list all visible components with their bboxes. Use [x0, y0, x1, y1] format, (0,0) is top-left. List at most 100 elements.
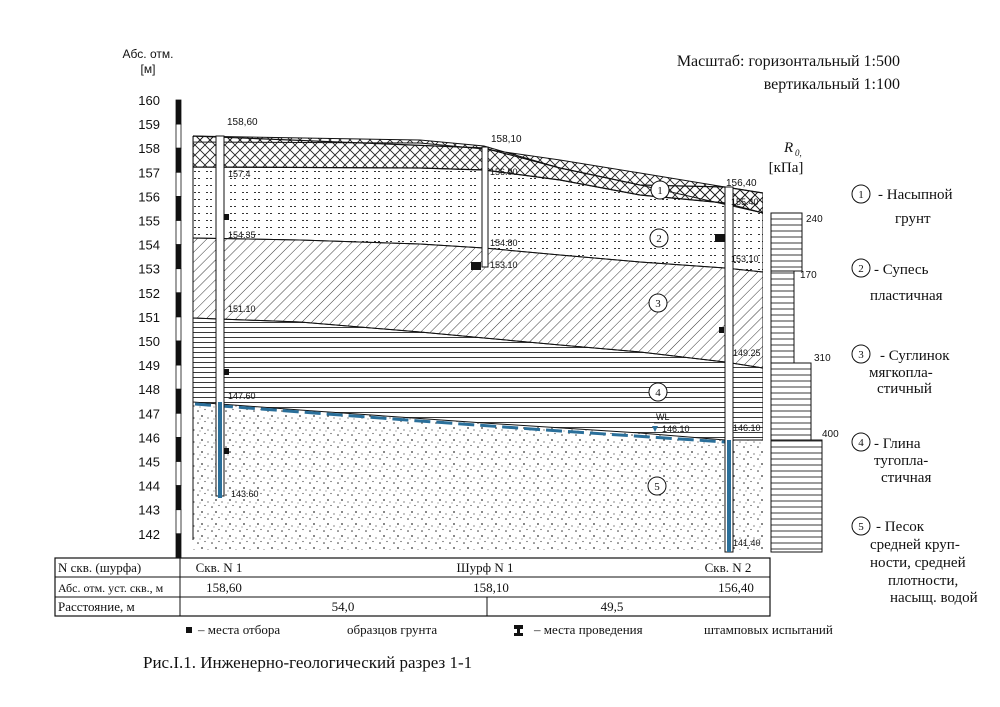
- layer-5-fill: [193, 402, 763, 550]
- sample-marker: [224, 448, 229, 454]
- svg-text:грунт: грунт: [895, 211, 931, 227]
- scale-segment: [175, 340, 182, 366]
- scale-vertical: вертикальный 1:100: [764, 76, 900, 93]
- layer-number-4: 4: [648, 382, 668, 402]
- borehole-2: [715, 186, 734, 553]
- bh1-mark-4: 147.60: [228, 391, 256, 401]
- elevation-tick-label: 153: [138, 262, 160, 277]
- svg-text:плотности,: плотности,: [888, 573, 958, 589]
- svg-text:мягкопла-: мягкопла-: [869, 365, 933, 381]
- svg-text:1: 1: [657, 185, 663, 197]
- svg-text:2: 2: [656, 233, 662, 245]
- legend: 1 - Насыпной грунт 2 - Супесь пластичная…: [851, 184, 978, 606]
- svg-text:стичная: стичная: [881, 470, 931, 486]
- svg-text:- Песок: - Песок: [876, 519, 925, 535]
- r0-value-3: 310: [814, 353, 831, 364]
- legend-item-1: 1 - Насыпной грунт: [851, 184, 953, 227]
- axis-label: Абс. отм.: [123, 47, 174, 61]
- svg-text:5: 5: [858, 521, 864, 533]
- svg-text:4: 4: [655, 387, 661, 399]
- scale-segment: [175, 268, 182, 294]
- symbol-legend: – места отбора образцов грунта – места п…: [186, 622, 833, 637]
- r0-value-4: 400: [822, 429, 839, 440]
- r0-label-sub: 0,: [795, 148, 802, 158]
- svg-text:пластичная: пластичная: [870, 288, 943, 304]
- table-bh2-name: Скв. N 2: [705, 560, 752, 575]
- bh2-mark-1: 155.40: [731, 197, 759, 207]
- sample-marker: [224, 369, 229, 375]
- bh2-mark-2: 153.10: [731, 254, 759, 264]
- soil-layers: [193, 135, 763, 550]
- pit1-mark-3: 153.10: [490, 260, 518, 270]
- scale-segment: [175, 412, 182, 438]
- scale-segment: [175, 220, 182, 246]
- scale-segment: [175, 509, 182, 535]
- svg-text:- Супесь: - Супесь: [874, 262, 929, 278]
- r0-bars: [770, 212, 823, 553]
- elevation-tick-label: 147: [138, 406, 160, 421]
- elevation-tick-label: 155: [138, 214, 160, 229]
- svg-text:2: 2: [858, 263, 864, 275]
- figure-caption: Рис.I.1. Инженерно-геологический разрез …: [143, 653, 472, 672]
- stamp-symbol-icon: [514, 625, 523, 636]
- pit1-mark-2: 154.80: [490, 238, 518, 248]
- svg-text:- Суглинок: - Суглинок: [880, 348, 950, 364]
- bh1-mark-3: 151.10: [228, 304, 256, 314]
- scale-horizontal: Масштаб: горизонтальный 1:500: [677, 53, 900, 70]
- layer-number-5: 5: [647, 476, 667, 496]
- elevation-tick-label: 143: [138, 503, 160, 518]
- elevation-tick-label: 156: [138, 189, 160, 204]
- scale-segment: [175, 436, 182, 462]
- svg-text:насыщ. водой: насыщ. водой: [890, 590, 978, 606]
- elevation-scale-bar: [175, 99, 182, 559]
- svg-text:средней круп-: средней круп-: [870, 537, 960, 553]
- elevation-tick-labels: 1601591581571561551541531521511501491481…: [138, 93, 160, 542]
- scale-segment: [175, 485, 182, 511]
- legend-item-2: 2 - Супесь пластичная: [851, 258, 943, 304]
- scale-segment: [175, 461, 182, 487]
- table-distance-2: 49,5: [601, 599, 624, 614]
- table-pit1-name: Шурф N 1: [457, 560, 514, 575]
- bh1-top: 158,60: [227, 117, 258, 128]
- layer-number-3: 3: [648, 293, 668, 313]
- table-bh2-elev: 156,40: [718, 580, 754, 595]
- svg-text:- Насыпной: - Насыпной: [878, 187, 953, 203]
- borehole-table: N скв. (шурфа) Абс. отм. уст. скв., м Ра…: [54, 557, 771, 617]
- borehole-1: [215, 135, 229, 498]
- water-level-marker: WL 146.10: [652, 412, 690, 434]
- elevation-tick-label: 157: [138, 165, 160, 180]
- pit-1: [471, 146, 489, 270]
- r0-unit: [кПа]: [769, 160, 804, 176]
- elevation-tick-label: 142: [138, 527, 160, 542]
- bh1-mark-1: 157.4: [228, 169, 251, 179]
- scale-segment: [175, 316, 182, 342]
- elevation-tick-label: 160: [138, 93, 160, 108]
- svg-text:– места отбора: – места отбора: [197, 622, 280, 637]
- bh2-mark-4: 146.10: [733, 423, 761, 433]
- svg-text:3: 3: [858, 349, 864, 361]
- bh1-mark-5: 143.60: [231, 489, 259, 499]
- bh1-mark-2: 154.35: [228, 230, 256, 240]
- table-pit1-elev: 158,10: [473, 580, 509, 595]
- legend-item-5: 5 - Песок средней круп- ности, средней п…: [851, 516, 978, 606]
- stamp-test-marker: [715, 234, 725, 242]
- pit1-mark-1: 156.90: [490, 167, 518, 177]
- table-row-label-1: N скв. (шурфа): [58, 560, 141, 575]
- r0-value-1: 240: [806, 214, 823, 225]
- stamp-test-marker: [471, 262, 481, 270]
- bh2-top: 156,40: [726, 178, 757, 189]
- sample-marker: [719, 327, 724, 333]
- sampling-symbol-icon: [186, 627, 192, 633]
- elevation-tick-label: 159: [138, 117, 160, 132]
- svg-text:WL: WL: [656, 412, 670, 422]
- scale-segment: [175, 99, 182, 125]
- scale-segment: [175, 195, 182, 221]
- layer-number-1: 1: [650, 180, 670, 200]
- svg-text:стичный: стичный: [877, 381, 932, 397]
- svg-text:– места проведения: – места проведения: [533, 622, 643, 637]
- scale-segment: [175, 364, 182, 390]
- scale-segment: [175, 123, 182, 149]
- svg-text:ности, средней: ности, средней: [870, 555, 966, 571]
- r0-label: R: [783, 140, 793, 156]
- svg-text:тугопла-: тугопла-: [874, 453, 928, 469]
